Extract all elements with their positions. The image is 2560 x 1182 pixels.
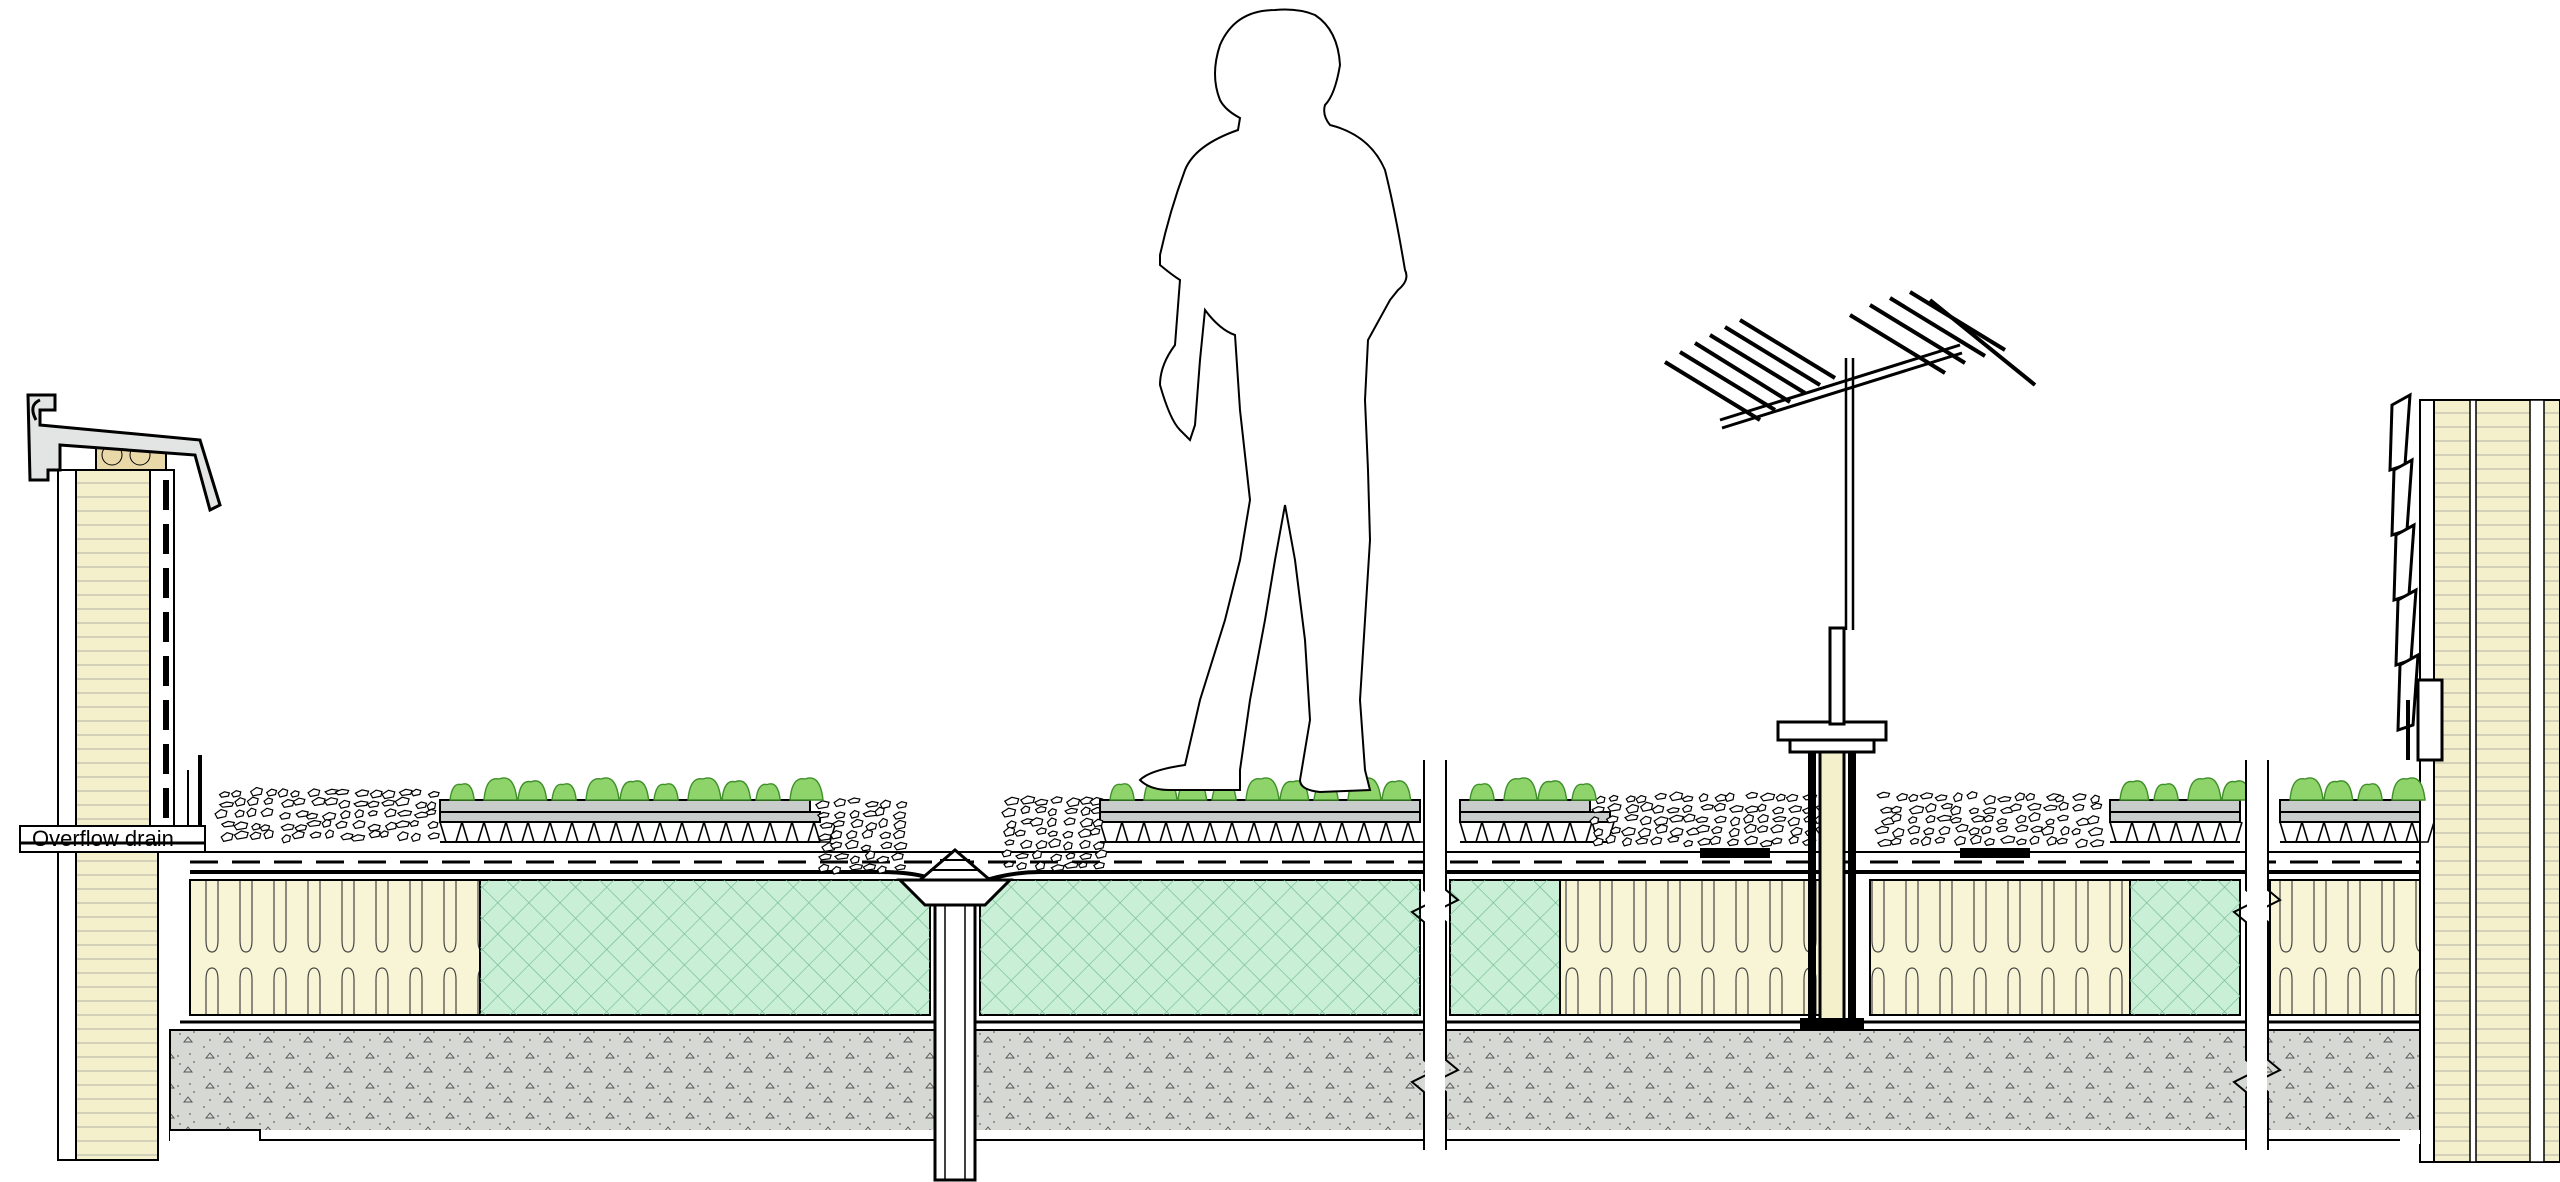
gravel-strips [214, 786, 2105, 875]
antenna-mount [1776, 626, 1888, 1030]
gravel-strip [815, 797, 908, 875]
planting-bed [1459, 777, 1597, 813]
drainage-tray [439, 811, 837, 843]
green-roof-planting [439, 777, 2426, 813]
overflow-drain-label: Overflow drain [32, 826, 174, 851]
planting-bed [439, 777, 824, 813]
gravel-strip [1001, 795, 1108, 872]
left-parapet-wall [57, 439, 175, 1161]
waterproofing-membranes [190, 848, 2420, 884]
gravel-strip [1874, 791, 2105, 849]
mineral-wool-insulation-right [1869, 879, 2131, 1016]
drainage-tray [2109, 811, 2243, 843]
right-wall-cladding-shingles [2388, 392, 2444, 762]
right-wall [2419, 399, 2560, 1163]
insulation-layer [189, 879, 2421, 1016]
drainage-tray [1459, 811, 1615, 843]
overflow-drain: Overflow drain [19, 825, 206, 853]
mineral-wool-insulation-mid [1559, 879, 1821, 1016]
gravel-strip [214, 786, 440, 844]
mineral-wool-insulation-edge [2269, 879, 2421, 1016]
parapet-coping-cap [26, 393, 222, 513]
drainage-tray [2279, 811, 2435, 843]
gravel-strip [1589, 791, 1833, 848]
roof-drain-outlet [896, 848, 1014, 1182]
mineral-wool-insulation [189, 879, 481, 1016]
tv-antenna [1663, 290, 2037, 630]
person-silhouette [1138, 8, 1408, 794]
planting-bed [2109, 777, 2252, 813]
concrete-slab [169, 1029, 2421, 1141]
planting-bed [2279, 777, 2426, 813]
drainage-tray [1099, 811, 1431, 843]
